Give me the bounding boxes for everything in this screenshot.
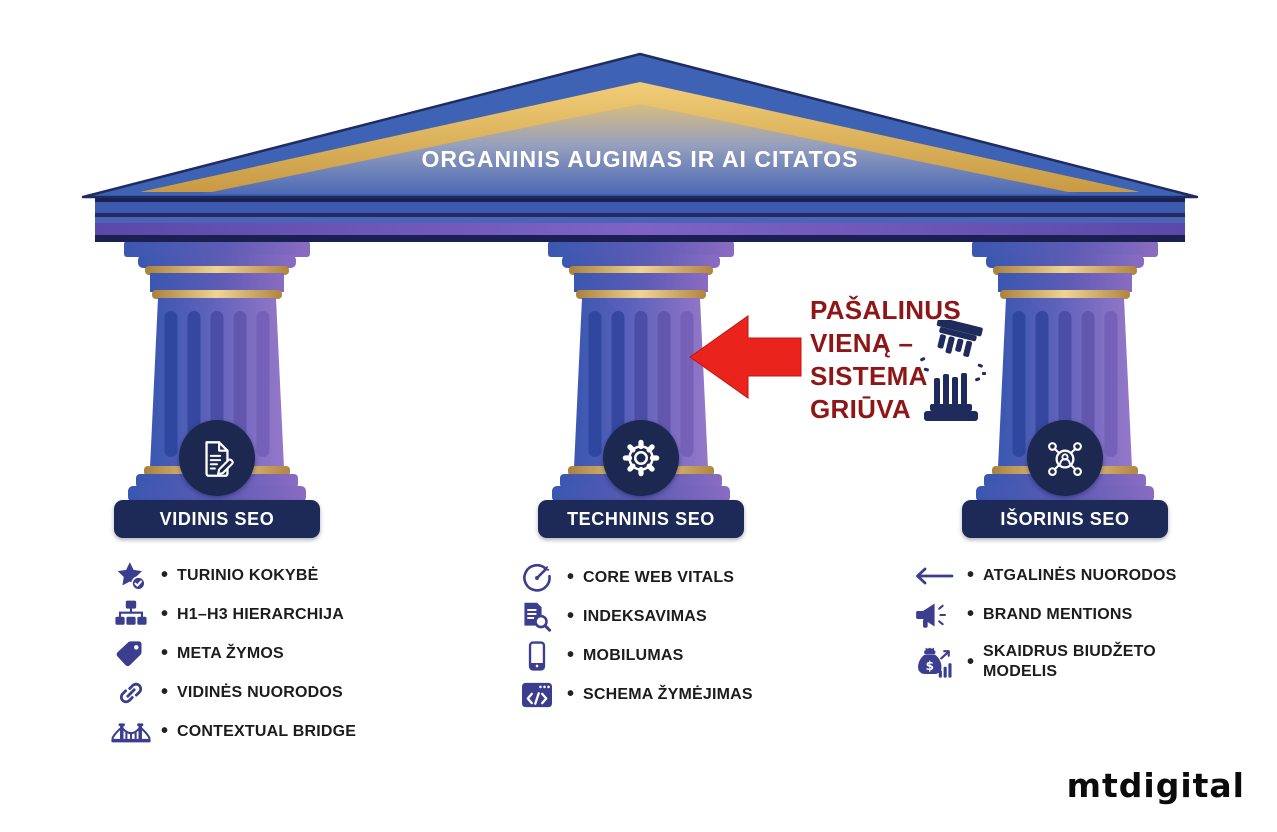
list-item: • INDEKSAVIMAS: [514, 597, 753, 636]
bullet: •: [161, 720, 169, 742]
list-item: $ • SKAIDRUS BIUDŽETO MODELIS: [908, 634, 1188, 690]
callout-line: SISTEMA: [810, 361, 928, 391]
bullet: •: [967, 564, 975, 586]
doc-search-icon: [514, 601, 560, 633]
star-check-icon: [108, 560, 154, 592]
list-item-label: H1–H3 HIERARCHIJA: [177, 605, 345, 623]
pillar-label-techninis: TECHNINIS SEO: [538, 500, 744, 538]
list-vidinis-seo: • TURINIO KOKYBĖ • H1–H3 HIERARCHIJA: [108, 556, 356, 751]
bullet: •: [967, 603, 975, 625]
bullet: •: [567, 644, 575, 666]
gear-icon: [603, 420, 679, 496]
list-item-label: TURINIO KOKYBĖ: [177, 566, 319, 584]
callout-text: PAŠALINUS VIENĄ – SISTEMA GRIŪVA: [810, 294, 961, 426]
list-item: • CORE WEB VITALS: [514, 558, 753, 597]
document-pencil-icon: [179, 420, 255, 496]
list-item-label: SKAIDRUS BIUDŽETO MODELIS: [983, 643, 1156, 680]
brand-logo: mtdigital: [1066, 766, 1245, 805]
list-item-label: SCHEMA ŽYMĖJIMAS: [583, 685, 753, 703]
tag-icon: [108, 639, 154, 669]
list-item: • CONTEXTUAL BRIDGE: [108, 712, 356, 751]
list-item: • H1–H3 HIERARCHIJA: [108, 595, 356, 634]
list-item: • SCHEMA ŽYMĖJIMAS: [514, 675, 753, 714]
list-item: • META ŽYMOS: [108, 634, 356, 673]
list-techninis-seo: • CORE WEB VITALS • INDEKSAVIMAS: [514, 558, 753, 714]
broken-column-icon: [920, 320, 986, 421]
bullet: •: [161, 642, 169, 664]
network-icon: [1027, 420, 1103, 496]
list-item-label: CORE WEB VITALS: [583, 568, 735, 586]
callout-line: GRIŪVA: [810, 394, 911, 424]
list-item: • BRAND MENTIONS: [908, 595, 1188, 634]
pillar-label-isorinis: IŠORINIS SEO: [962, 500, 1168, 538]
bullet: •: [161, 603, 169, 625]
megaphone-icon: [908, 600, 960, 630]
list-item-label: INDEKSAVIMAS: [583, 607, 707, 625]
link-icon: [108, 678, 154, 708]
sitemap-icon: [108, 600, 154, 630]
list-item-label: META ŽYMOS: [177, 644, 284, 662]
list-isorinis-seo: • ATGALINĖS NUORODOS • BRAND MENTIONS: [908, 556, 1188, 690]
list-item: • ATGALINĖS NUORODOS: [908, 556, 1188, 595]
list-item-label: VIDINĖS NUORODOS: [177, 683, 343, 701]
list-item-label: ATGALINĖS NUORODOS: [983, 566, 1177, 584]
bullet: •: [567, 566, 575, 588]
roof: [81, 52, 1199, 199]
list-item: • VIDINĖS NUORODOS: [108, 673, 356, 712]
svg-text:$: $: [926, 659, 934, 673]
bullet: •: [967, 650, 975, 673]
pediment-title: ORGANINIS AUGIMAS IR AI CITATOS: [421, 146, 859, 172]
arrow-left-icon: [908, 563, 960, 589]
list-item-label: CONTEXTUAL BRIDGE: [177, 722, 357, 740]
callout-line: PAŠALINUS: [810, 295, 962, 325]
list-item: • TURINIO KOKYBĖ: [108, 556, 356, 595]
list-item: • MOBILUMAS: [514, 636, 753, 675]
money-bag-icon: $: [908, 644, 960, 680]
callout-line: VIENĄ –: [810, 328, 914, 358]
bullet: •: [567, 605, 575, 627]
bullet: •: [161, 564, 169, 586]
entablature: [95, 196, 1185, 242]
list-item-label: BRAND MENTIONS: [983, 605, 1133, 623]
bullet: •: [567, 683, 575, 705]
speedometer-icon: [514, 562, 560, 594]
bridge-icon: [108, 717, 154, 747]
bullet: •: [161, 681, 169, 703]
smartphone-icon: [514, 640, 560, 672]
pillar-label-vidinis: VIDINIS SEO: [114, 500, 320, 538]
code-icon: [514, 680, 560, 710]
list-item-label: MOBILUMAS: [583, 646, 684, 664]
red-arrow-left-icon: [689, 315, 802, 399]
